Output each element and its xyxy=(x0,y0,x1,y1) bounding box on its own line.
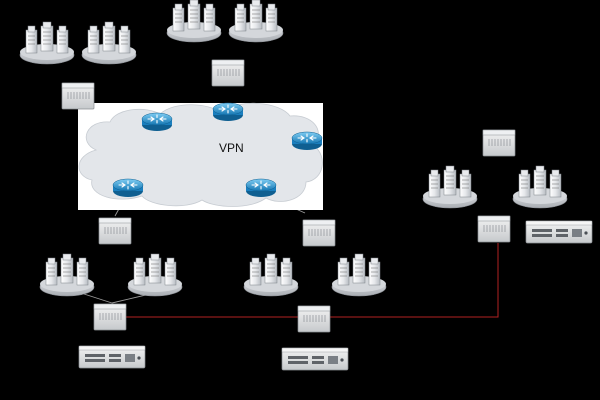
wan-link xyxy=(126,243,499,318)
router-icon xyxy=(291,131,323,151)
router-icon xyxy=(141,112,173,132)
server-cluster-icon xyxy=(243,253,299,297)
server-cluster-icon xyxy=(228,0,284,43)
appliance-icon xyxy=(281,347,349,371)
server-cluster-icon xyxy=(512,165,568,209)
switch-icon xyxy=(477,215,511,243)
appliance-icon xyxy=(78,345,146,369)
switch-icon xyxy=(61,82,95,110)
server-cluster-icon xyxy=(422,165,478,209)
switch-icon xyxy=(302,219,336,247)
server-cluster-icon xyxy=(39,253,95,297)
server-cluster-icon xyxy=(19,21,75,65)
vpn-label: VPN xyxy=(219,141,244,155)
link-server-box-s-cluster xyxy=(83,293,113,304)
switch-icon xyxy=(297,305,331,333)
router-icon xyxy=(212,102,244,122)
switch-icon xyxy=(98,217,132,245)
appliance-icon xyxy=(525,220,593,244)
switch-icon xyxy=(482,129,516,157)
vpn-cloud: VPN xyxy=(78,102,323,210)
server-cluster-icon xyxy=(127,253,183,297)
server-cluster-icon xyxy=(166,0,222,43)
switch-icon xyxy=(211,59,245,87)
router-icon xyxy=(112,178,144,198)
switch-icon xyxy=(93,303,127,331)
router-icon xyxy=(245,178,277,198)
server-cluster-icon xyxy=(81,21,137,65)
server-cluster-icon xyxy=(331,253,387,297)
